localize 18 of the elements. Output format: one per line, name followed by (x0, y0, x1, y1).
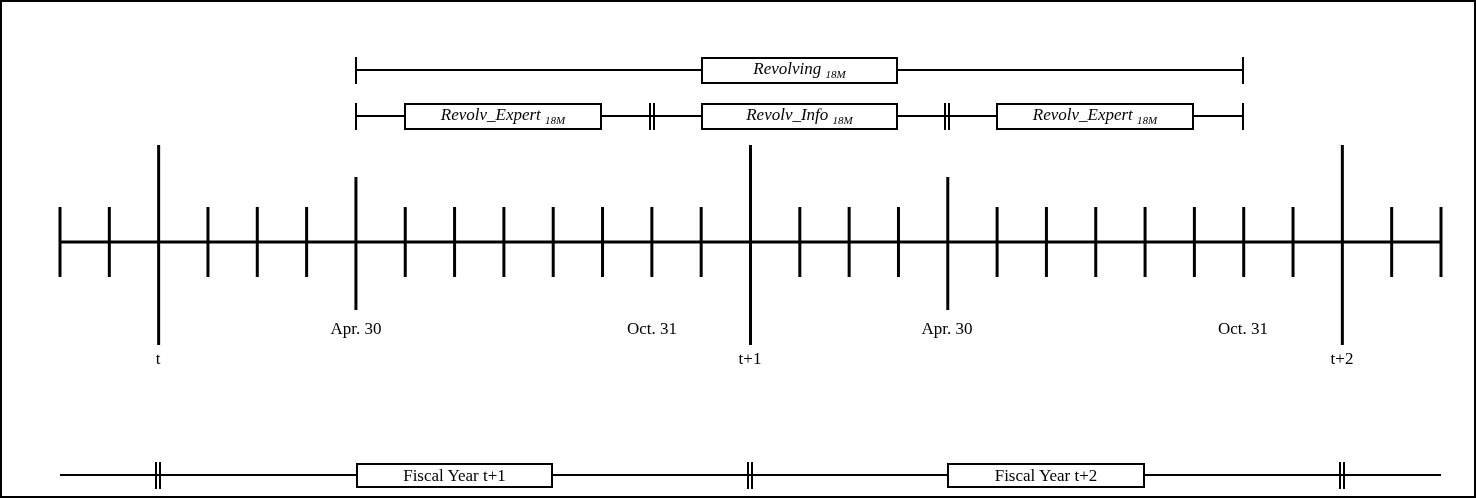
date-label: t+2 (1330, 350, 1354, 367)
date-label: Apr. 30 (330, 320, 382, 337)
period-label: Revolv_Expert $_{18M}$ (440, 106, 566, 127)
period-box (947, 463, 1145, 488)
period-label: Revolv_Info $_{18M}$ (746, 106, 853, 127)
period-box (356, 463, 553, 488)
period-label: Fiscal Year t+1 (403, 467, 506, 484)
period-box (701, 103, 898, 130)
date-label: Apr. 30 (921, 320, 973, 337)
period-label: Revolving $_{18M}$ (753, 60, 846, 81)
date-label: Oct. 31 (1218, 320, 1268, 337)
date-label: Oct. 31 (627, 320, 677, 337)
period-box (701, 57, 898, 84)
period-label: Fiscal Year t+2 (994, 467, 1098, 484)
period-box (404, 103, 602, 130)
period-box (996, 103, 1194, 130)
period-label: Revolv_Expert $_{18M}$ (1032, 106, 1158, 127)
date-label: t+1 (738, 350, 762, 367)
